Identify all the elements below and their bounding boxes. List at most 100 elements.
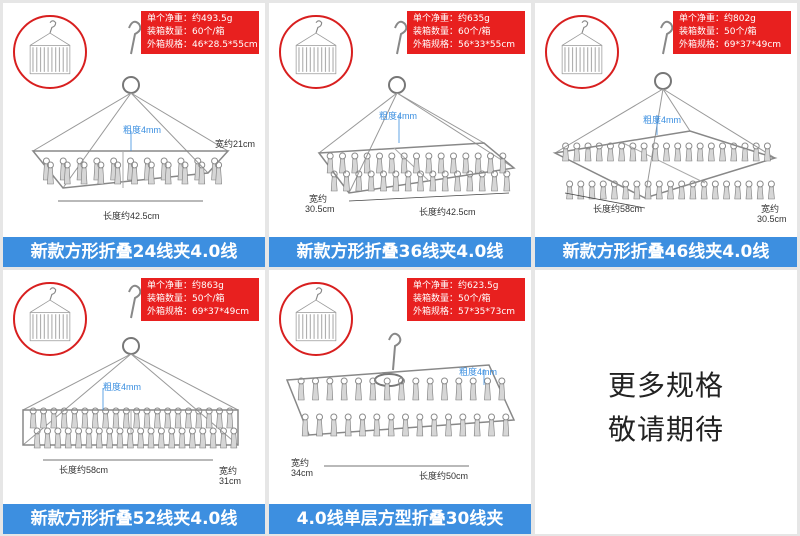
clothespin-clip xyxy=(168,427,176,449)
spec-box: 单个净重：约493.5g 装箱数量：60个/箱 外箱规格：46*28.5*55c… xyxy=(141,11,259,54)
clothespin-clip xyxy=(663,142,670,162)
clothespin-clip xyxy=(122,407,130,429)
clothespin-clip xyxy=(80,161,88,185)
spec-box: 单个净重：约623.5g 装箱数量：50个/箱 外箱规格：57*35*73cm xyxy=(407,278,525,321)
more-specs-panel: 更多规格 敬请期待 xyxy=(535,270,797,534)
spec-quantity: 装箱数量：50个/箱 xyxy=(147,294,225,304)
clothespin-clip xyxy=(469,377,477,401)
thickness-label: 粗度4mm xyxy=(379,111,417,121)
clothespin-clip xyxy=(734,180,742,200)
clothespin-clip xyxy=(413,152,420,174)
thickness-label: 粗度4mm xyxy=(123,125,161,135)
clothespin-clip xyxy=(741,142,749,162)
clothespin-clip xyxy=(199,427,207,449)
product-card[interactable]: 单个净重：约802g 装箱数量：50个/箱 外箱规格：69*37*49cm 粗度… xyxy=(535,3,797,267)
clothespin-clip xyxy=(174,407,182,429)
clothespin-clip xyxy=(484,377,491,401)
clothespin-clip xyxy=(404,170,412,192)
width-label: 宽约 xyxy=(219,466,238,476)
clothespin-clip xyxy=(137,427,145,449)
clothespin-clip xyxy=(678,180,686,200)
clothespin-clip xyxy=(164,161,172,185)
clothespin-clip xyxy=(143,407,151,429)
clothespin-clip xyxy=(376,152,383,174)
spec-box: 单个净重：约635g 装箱数量：60个/箱 外箱规格：56*33*55cm xyxy=(407,11,525,54)
clothespin-clip xyxy=(719,142,727,162)
clothespin-clip xyxy=(723,180,731,200)
clothespin-clip xyxy=(445,413,452,437)
thickness-label: 粗度4mm xyxy=(103,382,141,392)
clothespin-clip xyxy=(95,427,103,449)
spec-weight: 单个净重：约635g xyxy=(413,14,490,24)
clothespin-clip xyxy=(226,407,234,429)
clothespin-clip xyxy=(355,170,363,192)
folded-view-thumbnail xyxy=(279,15,353,89)
clothespin-clip xyxy=(437,152,445,174)
clothespin-clip xyxy=(230,427,238,449)
clothespin-clip xyxy=(301,413,309,437)
clothespin-clip xyxy=(700,180,708,200)
clothespin-clip xyxy=(363,152,371,174)
clothespin-clip xyxy=(412,377,420,401)
hanger-rack-image xyxy=(22,284,239,461)
clothespin-clip xyxy=(595,142,603,162)
hanger-rack-image xyxy=(552,20,778,209)
hanger-rack-image xyxy=(317,20,516,202)
clothespin-clip xyxy=(474,152,482,174)
clothespin-clip xyxy=(707,142,715,162)
clothespin-clip xyxy=(60,407,68,429)
clothespin-clip xyxy=(711,180,719,200)
clothespin-clip xyxy=(502,413,510,437)
clothespin-clip xyxy=(215,161,223,185)
spec-weight: 单个净重：约802g xyxy=(679,14,756,24)
clothespin-clip xyxy=(46,161,54,185)
clothespin-clip xyxy=(562,142,570,162)
clothespin-clip xyxy=(380,170,387,192)
clothespin-clip xyxy=(689,180,697,200)
spec-weight: 单个净重：约493.5g xyxy=(147,14,233,24)
thickness-label: 粗度4mm xyxy=(643,115,681,125)
clothespin-clip xyxy=(588,180,596,200)
hanger-rack-image xyxy=(285,332,516,467)
width-label: 宽约21cm xyxy=(215,139,256,149)
spec-carton-size: 外箱规格：46*28.5*55cm xyxy=(147,40,258,50)
clothespin-clip xyxy=(50,407,58,429)
clothespin-clip xyxy=(426,377,434,401)
clothespin-clip xyxy=(566,180,574,200)
clothespin-clip xyxy=(367,170,375,192)
clothespin-clip xyxy=(344,413,352,437)
spec-quantity: 装箱数量：60个/箱 xyxy=(147,27,225,37)
clothespin-clip xyxy=(164,407,172,429)
clothespin-clip xyxy=(102,407,110,429)
clothespin-clip xyxy=(674,142,682,162)
clothespin-clip xyxy=(29,407,37,429)
product-card[interactable]: 单个净重：约863g 装箱数量：50个/箱 外箱规格：69*37*49cm 粗度… xyxy=(3,270,265,534)
clothespin-clip xyxy=(503,170,511,192)
clothespin-clip xyxy=(114,161,122,185)
clothespin-clip xyxy=(330,413,338,437)
clothespin-clip xyxy=(205,407,213,429)
width-value: 30.5cm xyxy=(757,214,787,224)
clothespin-clip xyxy=(195,407,203,429)
clothespin-clip xyxy=(373,413,381,437)
clothespin-clip xyxy=(655,180,663,200)
clothespin-clip xyxy=(644,180,652,200)
spec-weight: 单个净重：约863g xyxy=(147,281,224,291)
clothespin-clip xyxy=(767,180,775,200)
clothespin-clip xyxy=(388,152,396,174)
product-card[interactable]: 单个净重：约635g 装箱数量：60个/箱 外箱规格：56*33*55cm 粗度… xyxy=(269,3,531,267)
product-card[interactable]: 单个净重：约623.5g 装箱数量：50个/箱 外箱规格：57*35*73cm … xyxy=(269,270,531,534)
clothespin-clip xyxy=(33,427,41,449)
product-title-banner: 新款方形折叠52线夹4.0线 xyxy=(3,504,265,534)
clothespin-clip xyxy=(487,152,494,174)
spec-quantity: 装箱数量：50个/箱 xyxy=(679,27,757,37)
product-card[interactable]: 单个净重：约493.5g 装箱数量：60个/箱 外箱规格：46*28.5*55c… xyxy=(3,3,265,267)
clothespin-clip xyxy=(441,170,449,192)
clothespin-clip xyxy=(297,377,305,401)
clothespin-clip xyxy=(430,413,438,437)
clothespin-clip xyxy=(387,413,395,437)
clothespin-clip xyxy=(498,377,506,401)
spec-carton-size: 外箱规格：69*37*49cm xyxy=(147,307,250,317)
clothespin-clip xyxy=(112,407,120,429)
